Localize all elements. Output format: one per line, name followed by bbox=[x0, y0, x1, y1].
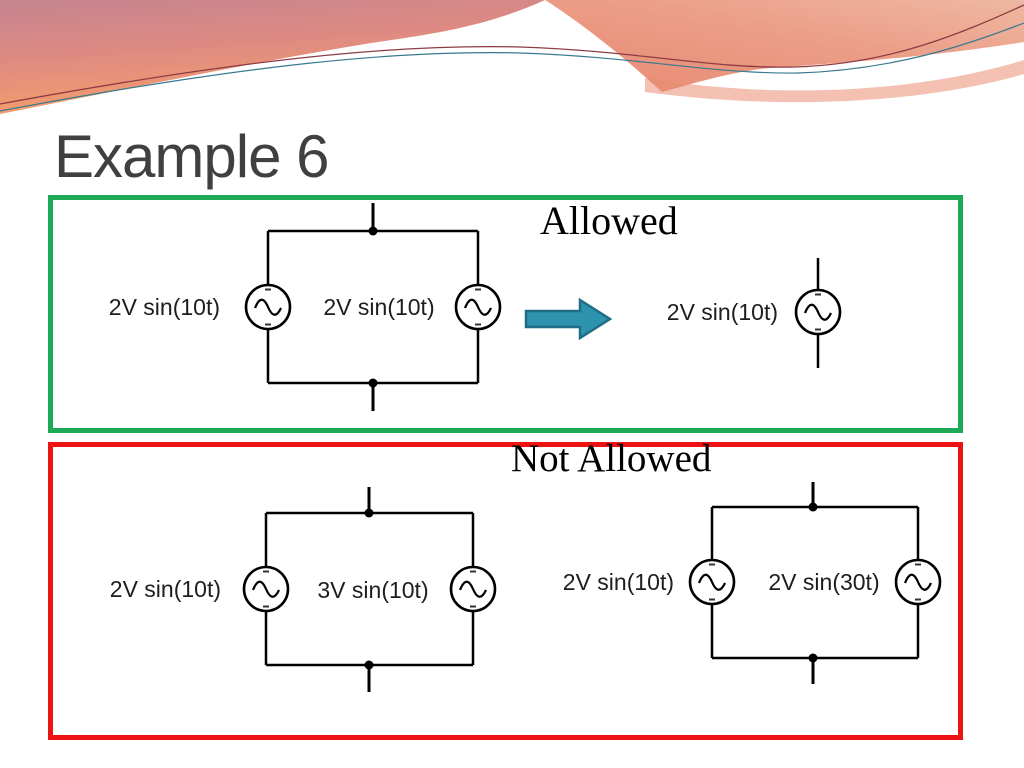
source-label: 2V sin(10t) bbox=[666, 299, 778, 325]
source-label: 2V sin(30t) bbox=[768, 569, 880, 595]
not-allowed-box bbox=[48, 442, 963, 740]
circuit-not-allowed-frequency-pair bbox=[688, 482, 942, 684]
circuit-allowed-parallel-pair bbox=[244, 203, 502, 411]
junction-dot bbox=[808, 653, 818, 663]
junction-dot bbox=[364, 508, 374, 518]
allowed-heading: Allowed bbox=[540, 198, 678, 243]
junction-dot bbox=[368, 226, 378, 236]
slide-title: Example 6 bbox=[54, 123, 329, 190]
ac-source-icon bbox=[244, 283, 292, 331]
equivalence-arrow-icon bbox=[524, 297, 613, 341]
source-label: 3V sin(10t) bbox=[317, 577, 429, 603]
source-label: 2V sin(10t) bbox=[109, 576, 221, 602]
ac-source-icon bbox=[688, 558, 736, 606]
accent-line-teal bbox=[0, 22, 1024, 112]
junction-dot bbox=[368, 378, 378, 388]
ac-source-icon bbox=[449, 565, 497, 613]
source-label: 2V sin(10t) bbox=[323, 294, 435, 320]
ac-source-icon bbox=[242, 565, 290, 613]
decorative-wave-header bbox=[0, 0, 1024, 114]
allowed-box bbox=[48, 195, 963, 433]
junction-dot bbox=[808, 502, 818, 512]
ac-source-icon bbox=[454, 283, 502, 331]
wave-right-mass bbox=[545, 0, 1024, 92]
wave-salmon-band bbox=[645, 60, 1024, 103]
junction-dot bbox=[364, 660, 374, 670]
accent-line-red bbox=[0, 4, 1024, 105]
not-allowed-heading: Not Allowed bbox=[511, 437, 712, 480]
ac-source-icon bbox=[894, 558, 942, 606]
circuit-not-allowed-amplitude-pair bbox=[242, 487, 497, 692]
ac-source-icon bbox=[794, 288, 842, 336]
source-label: 2V sin(10t) bbox=[108, 294, 220, 320]
wave-left-mass bbox=[0, 0, 545, 114]
circuit-allowed-equivalent-source bbox=[794, 258, 842, 368]
source-label: 2V sin(10t) bbox=[562, 569, 674, 595]
